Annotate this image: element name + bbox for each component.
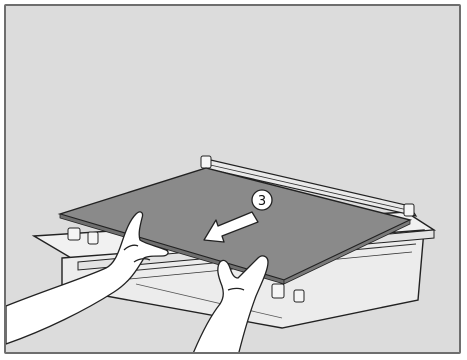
illustration-frame: 3	[4, 4, 461, 354]
installation-illustration: 3	[6, 6, 461, 354]
step-number: 3	[258, 194, 266, 209]
step-number-badge: 3	[252, 190, 272, 210]
